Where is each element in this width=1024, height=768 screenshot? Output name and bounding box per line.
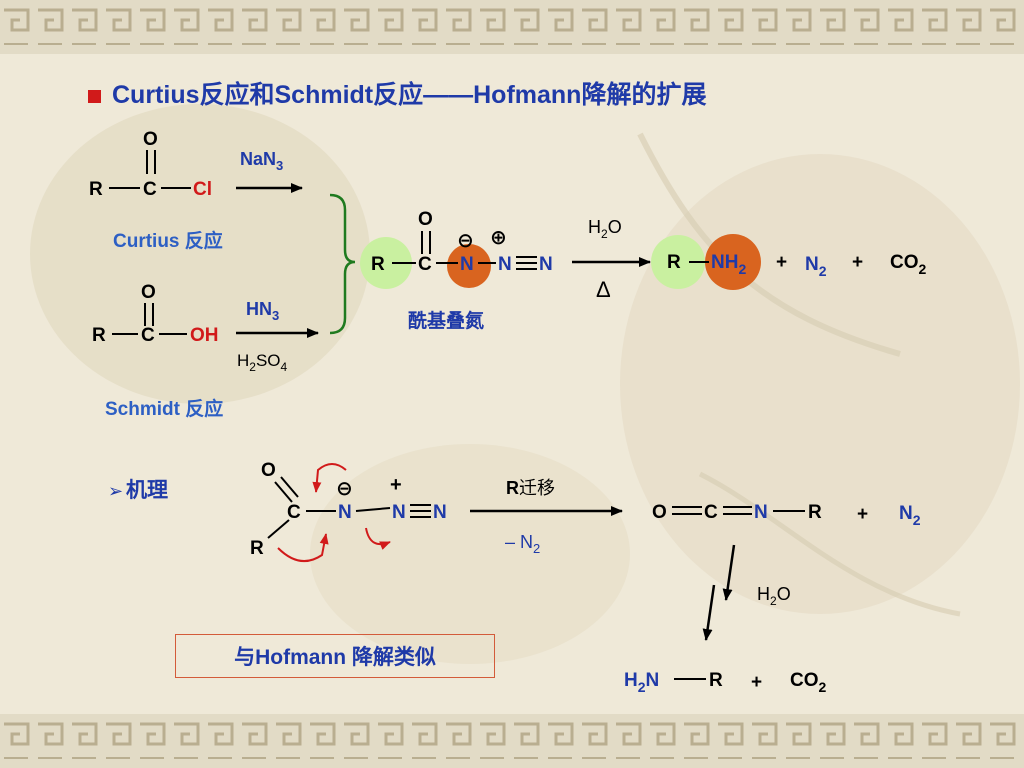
mechanism-header: 机理 (126, 478, 168, 502)
bottom-border-band (0, 714, 1024, 768)
iso-carbon: C (704, 502, 718, 523)
curly-arrow-r-migration (277, 533, 329, 563)
azide-n-highlight (447, 244, 491, 288)
iso-nitrogen: N (754, 502, 768, 523)
merge-bracket (329, 193, 356, 335)
iso-oxygen: O (652, 502, 667, 523)
product-co2: CO2 (890, 252, 927, 277)
iso-r-group: R (808, 502, 822, 523)
azide-oxygen: O (418, 209, 433, 230)
hydrolysis-down-arrow-2 (702, 584, 716, 641)
schmidt-oxygen: O (141, 282, 156, 303)
isocyanate: O C N R + N2 (652, 502, 921, 528)
schmidt-label: Schmidt 反应 (105, 397, 223, 420)
curtius-label: Curtius 反应 (113, 229, 223, 252)
schmidt-acid: H2SO4 (237, 351, 288, 374)
hydrolysis-water: H2O (588, 217, 622, 241)
title-bullet (88, 90, 101, 103)
schmidt-reactant: O R C OH (92, 282, 219, 346)
amine-plus: + (751, 672, 762, 693)
schmidt-carbon: C (141, 325, 155, 346)
mech-minus-charge: ⊖ (336, 478, 353, 500)
product-amine: NH2 (711, 252, 746, 277)
mech-water: H2O (757, 584, 791, 608)
curtius-oxygen: O (143, 129, 158, 150)
hydrolysis-products: R NH2 + N2 + CO2 (667, 252, 927, 279)
product-plus-2: + (852, 252, 863, 273)
schmidt-reagent: HN3 (246, 299, 279, 323)
mech-oxygen: O (261, 460, 276, 481)
curly-arrow-n2-leaving (365, 527, 391, 550)
curtius-reagent: NaN3 (240, 149, 283, 173)
mechanism-bullet-icon: ➢ (108, 481, 123, 501)
iso-plus: + (857, 504, 868, 525)
curtius-reactant: O R C Cl (89, 129, 212, 200)
mech-r-group: R (250, 538, 264, 559)
schmidt-hydroxyl: OH (190, 325, 219, 346)
curtius-carbon: C (143, 179, 157, 200)
hydrolysis-down-arrow-1 (722, 544, 736, 601)
curtius-r-group: R (89, 179, 103, 200)
azide-n1: N (460, 254, 474, 275)
slide-title: Curtius反应和Schmidt反应——Hofmann降解的扩展 (112, 81, 707, 109)
mech-plus-charge: + (390, 474, 402, 496)
iso-n2: N2 (899, 503, 921, 528)
azide-n3: N (539, 254, 553, 275)
amine-r-group: R (709, 670, 723, 691)
azide-label: 酰基叠氮 (408, 309, 484, 332)
rearrangement-condition: R迁移 (506, 478, 555, 498)
amine-co2: CO2 (790, 670, 827, 695)
amine-n-highlight (705, 234, 761, 290)
azide-minus-charge: ⊖ (457, 230, 474, 252)
mech-carbon: C (287, 502, 301, 523)
azide-r-highlight (360, 237, 412, 289)
azide-n2: N (498, 254, 512, 275)
azide-carbon: C (418, 254, 432, 275)
curly-arrow-n-to-c (312, 463, 347, 493)
schmidt-r-group: R (92, 325, 106, 346)
product-r-group: R (667, 252, 681, 273)
nitrogen-loss: – N2 (505, 532, 540, 556)
amine-r-highlight (651, 235, 705, 289)
mech-n3: N (433, 502, 447, 523)
product-plus-1: + (776, 252, 787, 273)
final-amine: H2N R + CO2 (624, 670, 827, 695)
mech-n1: N (338, 502, 352, 523)
product-nitrogen: N2 (805, 254, 827, 279)
hofmann-comparison-box: 与Hofmann 降解类似 (175, 634, 495, 678)
top-border-band (0, 0, 1024, 54)
amine-h2n: H2N (624, 670, 659, 695)
azide-plus-charge: ⊕ (490, 227, 507, 249)
slide-background (0, 54, 1024, 714)
acyl-azide: O R C N N N ⊖ ⊕ (371, 209, 553, 275)
mechanism-azide: O C R N N N ⊖ + (250, 460, 447, 559)
heat-symbol: Δ (596, 277, 611, 302)
mech-n2: N (392, 502, 406, 523)
azide-r-group: R (371, 254, 385, 275)
curtius-chlorine: Cl (193, 179, 212, 200)
